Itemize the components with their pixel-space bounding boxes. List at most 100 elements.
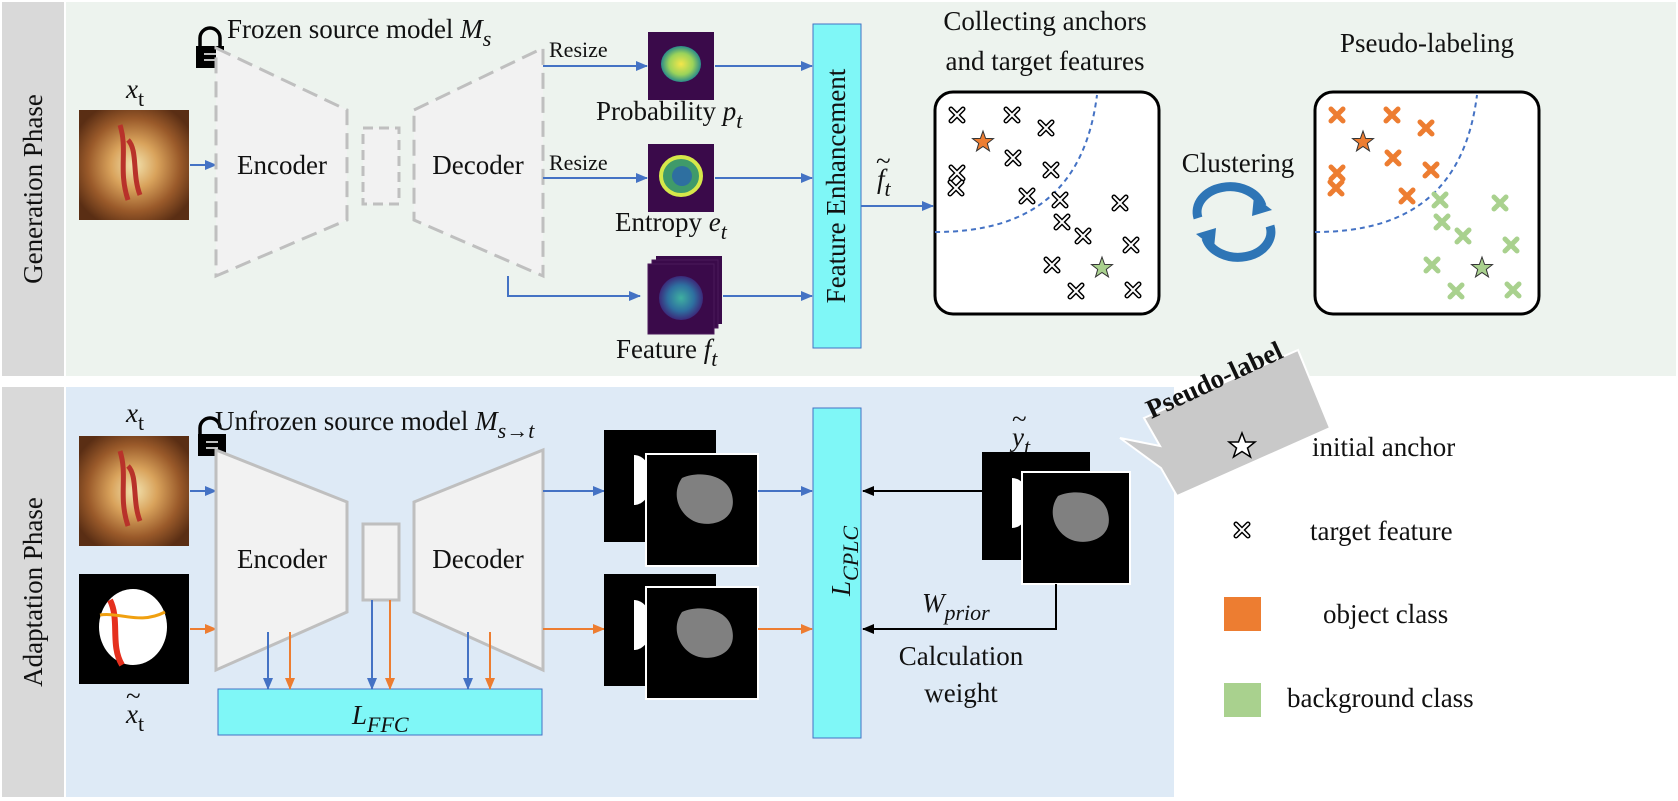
enhanced-feature-tilde: ~ (876, 146, 891, 176)
feature-cross-mark-inner (1053, 193, 1067, 207)
gen-input-label: xt (125, 74, 144, 111)
feature-cross-mark-inner (1006, 151, 1020, 165)
gen-bottleneck (361, 126, 401, 206)
collecting-title-1: Collecting anchors (943, 6, 1146, 36)
legend-target-label: target feature (1310, 516, 1453, 546)
gen-decoder-label: Decoder (432, 150, 523, 180)
pseudo-label-arrow (1119, 348, 1332, 498)
feature-cross-mark (1447, 282, 1465, 300)
clustering-label: Clustering (1182, 148, 1295, 178)
feature-cross-mark-inner (1039, 121, 1053, 135)
cross-icon (1233, 521, 1251, 539)
cycle-arrows-icon (1192, 182, 1276, 262)
calc-weight-line1: Calculation (899, 641, 1024, 671)
feature-cross-mark (1328, 106, 1346, 124)
loss-ffc-box (217, 688, 543, 736)
feature-cross-mark-inner (1020, 189, 1034, 203)
weight-prior-label: Wprior (922, 588, 990, 625)
resize-label-2: Resize (549, 150, 608, 175)
anchor-star-mark (1090, 255, 1114, 279)
anchor-star-mark (1351, 129, 1375, 153)
legend-background-swatch (1224, 683, 1261, 717)
probability-map (648, 32, 714, 100)
entropy-map (648, 144, 714, 212)
feature-cross-mark-inner (1069, 284, 1083, 298)
ada-decoder (412, 447, 545, 673)
feature-cross-mark-inner (950, 108, 964, 122)
ada-encoder (214, 447, 349, 673)
feature-cross-mark (1417, 119, 1435, 137)
pseudo-label-mask (982, 452, 1131, 585)
ada-augmented-tilde: ~ (126, 681, 141, 711)
generation-side-panel (2, 2, 64, 376)
feature-space-boundary (934, 94, 1098, 233)
feature-cross-mark-inner (1076, 229, 1090, 243)
feature-cross-mark-inner (1124, 238, 1138, 252)
pseudo-label-tilde: ~ (1012, 404, 1027, 434)
collecting-title-2: and target features (946, 46, 1145, 76)
feature-cross-mark-inner (950, 166, 964, 180)
feature-cross-mark-inner (1045, 258, 1059, 272)
feature-cross-mark-inner (1126, 283, 1140, 297)
feature-cross-mark (1328, 164, 1346, 182)
feature-cross-mark (1502, 236, 1520, 254)
ada-input-label: xt (125, 398, 144, 435)
ada-input-image (79, 436, 189, 546)
feature-cross-mark-inner (1113, 196, 1127, 210)
gen-input-image (79, 110, 189, 220)
resize-label-1: Resize (549, 37, 608, 62)
weight-to-cplc-arrow (862, 584, 1057, 634)
gen-encoder-label: Encoder (237, 150, 327, 180)
legend-anchor-label: initial anchor (1312, 432, 1455, 462)
feature-cross-mark-inner (1005, 108, 1019, 122)
feature-cross-mark (1504, 281, 1522, 299)
feature-enhancement-box (812, 23, 862, 349)
ada-augmented-image (79, 574, 189, 684)
ada-prediction-mask-1 (604, 430, 759, 567)
feature-cross-mark (1491, 194, 1509, 212)
legend: initial anchor target feature object cla… (1224, 430, 1474, 717)
loss-cplc-box (812, 407, 862, 739)
gen-model-title: Frozen source model Ms (227, 14, 491, 51)
ada-model-title: Unfrozen source model Ms→t (215, 406, 535, 443)
anchor-star-mark (1470, 255, 1494, 279)
calc-weight-line2: weight (924, 678, 998, 708)
enhanced-feature-label: ft (877, 164, 892, 201)
pseudo-marks (1327, 106, 1522, 300)
feature-cross-mark-inner (1044, 163, 1058, 177)
feature-map-stack (647, 256, 722, 335)
feature-cross-mark (1384, 149, 1402, 167)
legend-object-swatch (1224, 597, 1261, 631)
feature-cross-mark-inner (1055, 215, 1069, 229)
feature-cross-mark (1398, 187, 1416, 205)
feature-cross-mark (1423, 256, 1441, 274)
adaptation-phase-label: Adaptation Phase (18, 497, 48, 687)
loss-ffc-label: LFFC (351, 700, 409, 737)
legend-background-label: background class (1287, 683, 1474, 713)
gen-encoder (214, 45, 349, 279)
loss-cplc-label: LCPLC (826, 526, 863, 597)
feature-cross-mark (1454, 227, 1472, 245)
ada-augmented-label: xt (125, 699, 144, 736)
ada-prediction-mask-2 (604, 574, 759, 700)
pseudo-label-y: yt (1009, 422, 1031, 459)
feature-cross-mark (1433, 213, 1451, 231)
anchor-star-mark (971, 129, 995, 153)
pseudo-labeling-title: Pseudo-labeling (1340, 28, 1514, 58)
feature-cross-mark (1431, 191, 1449, 209)
feature-cross-mark (1422, 161, 1440, 179)
gen-decoder (412, 45, 545, 279)
generation-phase-label: Generation Phase (18, 94, 48, 284)
gen-feature-arrow (507, 276, 641, 301)
ada-encoder-label: Encoder (237, 544, 327, 574)
feature-cross-mark-inner (949, 181, 963, 195)
probability-label: Probability pt (596, 96, 743, 133)
adaptation-side-panel (2, 387, 64, 797)
star-icon (1226, 430, 1258, 459)
feature-enhancement-label: Feature Enhancement (821, 68, 851, 303)
pseudo-space-boundary (1314, 94, 1478, 233)
collect-marks (947, 106, 1142, 300)
feature-label: Feature ft (616, 334, 718, 371)
feature-cross-mark (1383, 106, 1401, 124)
